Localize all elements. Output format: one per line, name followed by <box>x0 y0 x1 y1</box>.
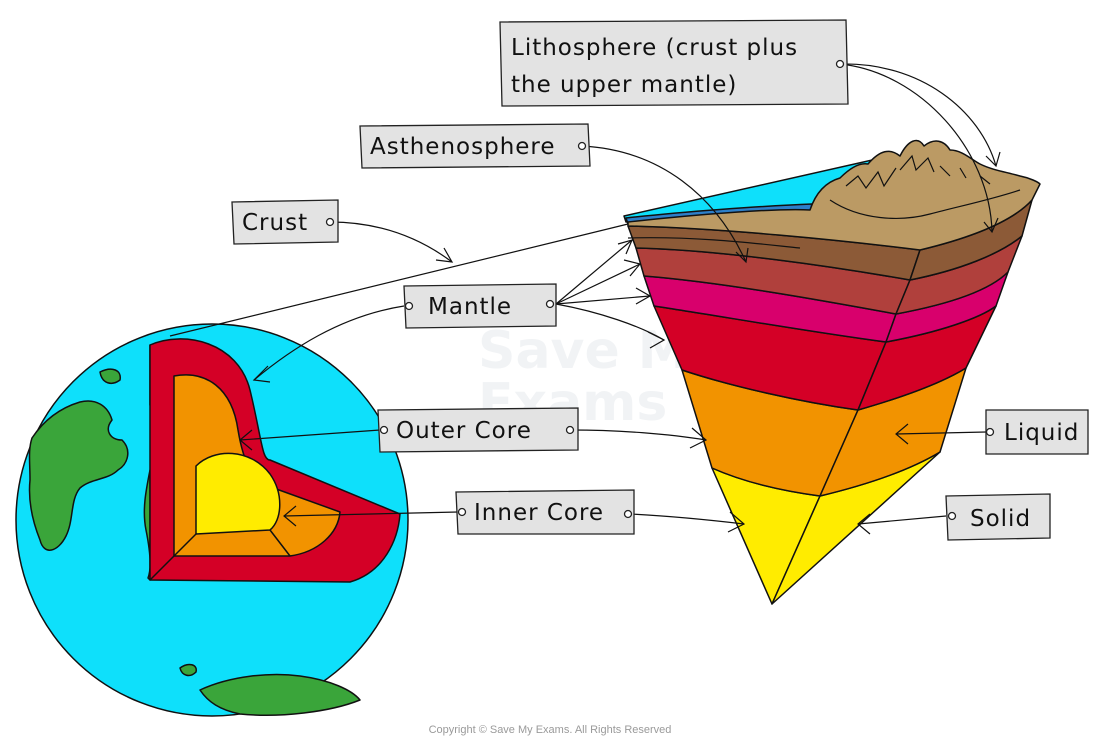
label-crust-dot <box>325 217 335 227</box>
land-south-america <box>143 469 151 581</box>
arrowhead-outer-core-globe <box>239 429 253 451</box>
label-inner-core-dot-left <box>457 507 467 517</box>
cutaway-inner-core <box>195 452 281 535</box>
arrowhead-inner-core-globe <box>283 505 297 527</box>
land-antarctica <box>199 673 361 716</box>
crust-link-line <box>169 223 629 337</box>
arrowhead-solid <box>857 513 871 535</box>
land-arctic <box>99 368 121 385</box>
label-mantle-dot-left <box>404 301 414 311</box>
arrowhead-mantle-wedge-2 <box>623 259 642 277</box>
label-lithosphere-dot <box>835 59 845 69</box>
leader-lithosphere-b <box>839 63 993 233</box>
label-liquid-dot <box>985 427 995 437</box>
arrowhead-mantle-wedge-4 <box>647 331 666 349</box>
land-island <box>179 663 197 677</box>
copyright-text: Copyright © Save My Exams. All Rights Re… <box>429 724 672 736</box>
arrowhead-lithosphere-a <box>985 151 1001 168</box>
label-crust: Crust <box>231 199 339 245</box>
leader-mantle-globe <box>253 305 405 381</box>
label-asthenosphere: Asthenosphere <box>359 123 591 169</box>
wedge-crust-boundary <box>627 237 801 249</box>
cutaway-core-edge <box>149 529 291 581</box>
wedge-crust-top <box>627 139 1041 251</box>
leader-outer-core-wedge <box>569 429 707 441</box>
leader-liquid <box>895 431 987 435</box>
label-lithosphere-line-1: Lithosphere (crust plus <box>511 35 798 61</box>
label-crust-text: Crust <box>242 210 308 236</box>
arrowhead-mantle-globe <box>252 365 271 383</box>
label-liquid: Liquid <box>985 409 1089 455</box>
arrowhead-mantle-wedge-3 <box>635 287 652 305</box>
label-asthenosphere-text: Asthenosphere <box>370 134 556 160</box>
land-europe-africa <box>28 400 129 551</box>
label-outer-core-text: Outer Core <box>396 418 532 444</box>
label-inner-core-text: Inner Core <box>474 500 604 526</box>
label-lithosphere: Lithosphere (crust plus the upper mantle… <box>499 19 849 107</box>
arrowhead-lithosphere-b <box>983 217 999 234</box>
arrowhead-asthenosphere <box>735 247 749 264</box>
label-outer-core: Outer Core <box>377 407 579 453</box>
leader-mantle-wedge-2 <box>555 263 641 305</box>
leader-mantle-wedge-3 <box>555 295 651 305</box>
label-mantle-dot-right <box>545 299 555 309</box>
arrowhead-mantle-wedge-1 <box>617 239 634 255</box>
earth-globe <box>15 323 409 717</box>
leader-mantle-wedge-1 <box>555 239 633 305</box>
leader-asthenosphere <box>581 145 747 263</box>
leader-lithosphere-a <box>839 63 997 167</box>
label-mantle: Mantle <box>403 283 557 329</box>
label-mantle-text: Mantle <box>428 294 512 320</box>
label-outer-core-dot-right <box>565 425 575 435</box>
leader-solid <box>857 515 947 525</box>
arrowhead-inner-core-wedge <box>727 511 746 533</box>
leader-inner-core-globe <box>283 511 459 517</box>
label-lithosphere-line-2: the upper mantle) <box>511 72 737 98</box>
label-liquid-text: Liquid <box>1004 420 1079 446</box>
label-asthenosphere-dot <box>577 141 587 151</box>
arrowhead-outer-core-wedge <box>689 427 708 449</box>
label-inner-core-dot-right <box>623 509 633 519</box>
leader-inner-core-wedge <box>629 513 745 525</box>
label-solid-dot <box>947 511 957 521</box>
mountain-ridges <box>829 154 1021 219</box>
label-solid: Solid <box>945 493 1051 541</box>
leader-outer-core-globe <box>239 429 381 441</box>
label-inner-core: Inner Core <box>455 489 635 535</box>
leader-crust <box>329 221 453 263</box>
label-outer-core-dot-left <box>379 425 389 435</box>
leader-lines <box>169 63 1001 535</box>
label-solid-text: Solid <box>970 506 1031 532</box>
arrowhead-crust <box>435 247 454 263</box>
crust-wedge <box>623 139 1041 605</box>
arrowhead-liquid <box>895 423 909 445</box>
